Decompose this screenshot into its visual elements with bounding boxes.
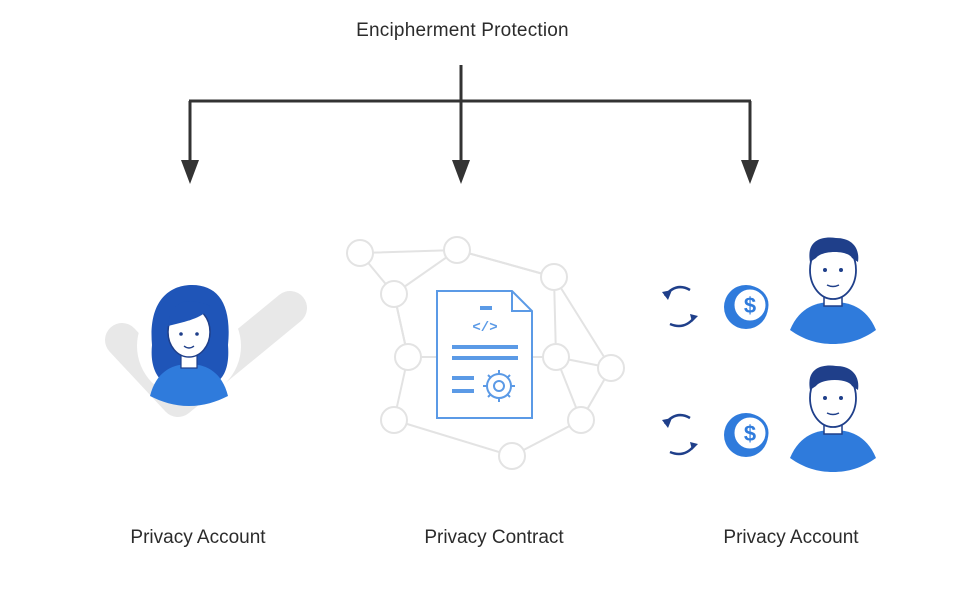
connector-lines (188, 65, 752, 163)
coin-icon-2: $ (724, 413, 769, 457)
man-avatar-icon-2 (790, 365, 876, 472)
arrow-left (181, 160, 199, 184)
root-title: Encipherment Protection (356, 20, 569, 41)
node-label-right: Privacy Account (723, 527, 859, 548)
svg-text:$: $ (744, 421, 756, 446)
node-label-middle: Privacy Contract (424, 527, 564, 548)
arrow-middle (452, 160, 470, 184)
code-document-gear-network-icon: </> (346, 236, 625, 470)
gear-icon (483, 370, 515, 402)
woman-avatar-checkmark-icon (105, 285, 307, 417)
node-label-left: Privacy Account (130, 527, 266, 548)
arrow-heads (181, 160, 759, 184)
man-avatar-coin-exchange-icon: $ $ (662, 237, 876, 472)
code-symbol: </> (472, 320, 497, 336)
man-avatar-icon (790, 237, 876, 344)
network-nodes (346, 236, 625, 470)
svg-text:$: $ (744, 293, 756, 318)
coin-icon: $ (724, 285, 769, 329)
document-shape (436, 290, 533, 419)
arrow-right (741, 160, 759, 184)
